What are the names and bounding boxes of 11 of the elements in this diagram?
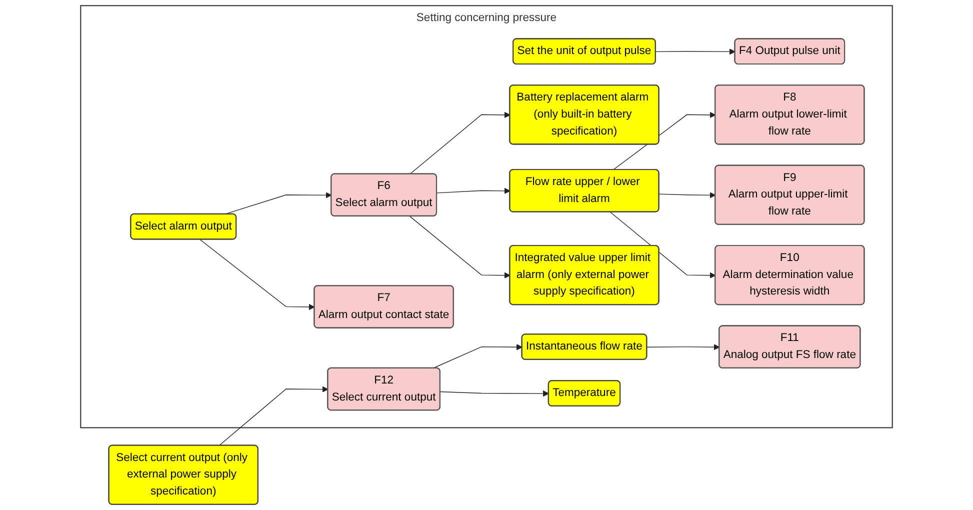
arrow bbox=[612, 112, 716, 170]
arrow bbox=[440, 390, 550, 397]
arrow bbox=[646, 344, 720, 350]
arrow bbox=[655, 48, 736, 55]
arrow bbox=[200, 239, 315, 310]
arrow bbox=[410, 216, 510, 278]
arrow bbox=[436, 188, 510, 194]
arrow bbox=[610, 212, 716, 278]
arrow bbox=[658, 192, 716, 198]
arrow bbox=[218, 386, 328, 446]
arrow bbox=[410, 112, 510, 174]
